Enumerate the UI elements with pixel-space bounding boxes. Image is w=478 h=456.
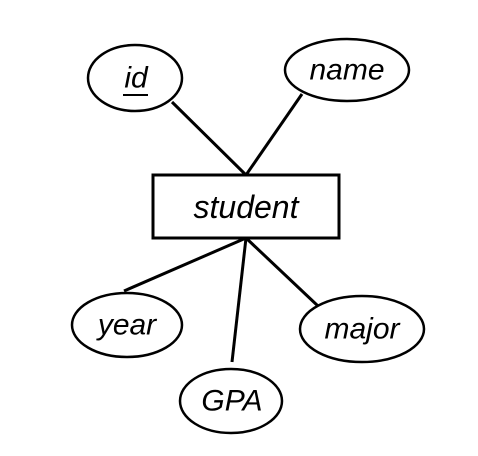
attribute-year-label: year bbox=[96, 309, 157, 342]
attribute-year: year bbox=[70, 291, 184, 359]
attribute-id-ellipse bbox=[86, 43, 184, 113]
edge-student-year bbox=[123, 236, 247, 293]
attribute-major: major bbox=[298, 294, 426, 364]
attribute-major-label: major bbox=[324, 313, 400, 346]
entity-student: student bbox=[151, 173, 341, 240]
attribute-gpa-label: GPA bbox=[201, 385, 262, 418]
entity-student-label: student bbox=[194, 189, 300, 225]
edge-student-id bbox=[170, 100, 248, 177]
edge-student-gpa bbox=[230, 237, 248, 363]
edge-student-major bbox=[244, 236, 320, 308]
attribute-id-label: id bbox=[124, 62, 149, 95]
connector-lines bbox=[123, 93, 320, 363]
attribute-name-label: name bbox=[309, 54, 384, 87]
attribute-id: id bbox=[86, 43, 184, 113]
attribute-name-ellipse bbox=[283, 37, 411, 103]
attribute-name: name bbox=[283, 37, 411, 103]
attribute-major-ellipse bbox=[298, 294, 426, 364]
attribute-year-ellipse bbox=[70, 291, 184, 359]
attribute-gpa: GPA bbox=[178, 367, 284, 435]
entity-student-box bbox=[151, 173, 341, 240]
attribute-gpa-ellipse bbox=[178, 367, 284, 435]
edge-student-name bbox=[244, 93, 304, 176]
